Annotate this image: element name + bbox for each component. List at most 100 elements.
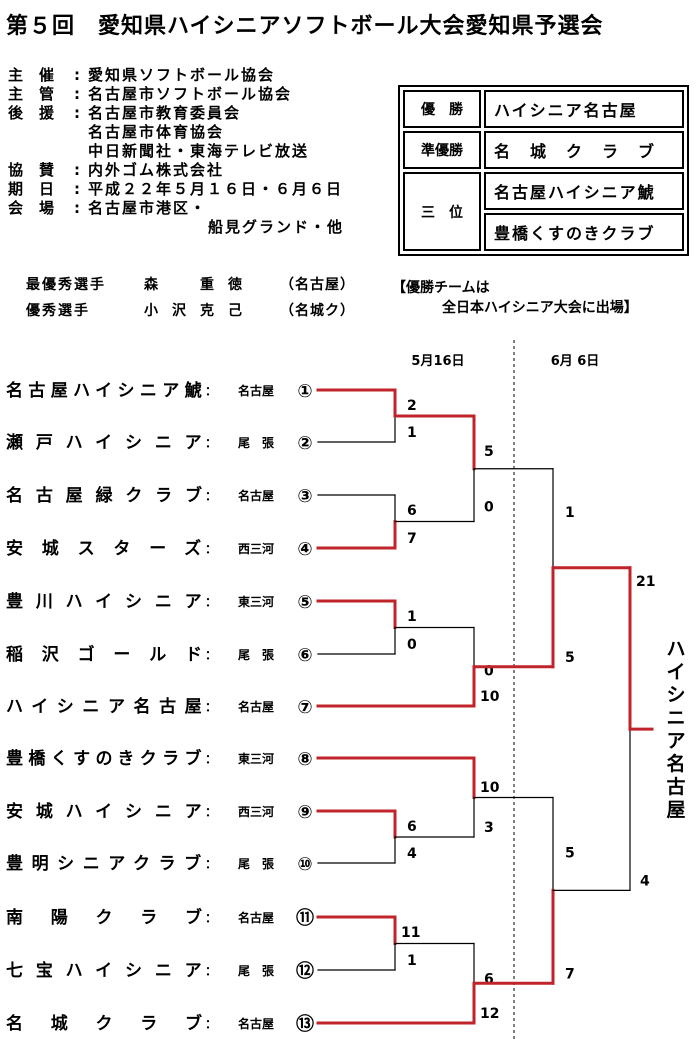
team-name: 安城ハイシニア (6, 801, 215, 822)
score-label: 4 (407, 846, 417, 862)
team-region: 西三河 (238, 804, 274, 819)
info-support: 後援: 名古屋市教育委員会 (8, 104, 242, 122)
score-label: 10 (480, 689, 500, 705)
team-name: 安城スターズ (6, 538, 220, 559)
info-value: 名古屋市港区・ (88, 199, 208, 217)
score-label: 1 (407, 609, 417, 625)
results-label: 準優勝 (403, 131, 481, 169)
info-label: 主催 (8, 66, 71, 84)
info-value: 愛知県ソフトボール協会 (88, 66, 276, 84)
score-label: 12 (480, 1006, 499, 1022)
team-region: 名古屋 (238, 1016, 274, 1031)
info-value: 中日新聞社・東海テレビ放送 (88, 142, 310, 160)
info-sponsor: 主催: 愛知県ソフトボール協会 (8, 66, 276, 84)
team-colon: ： (205, 384, 217, 398)
team-seed: ⑤ (297, 592, 312, 613)
team-region: 尾 張 (238, 964, 275, 978)
note-line: 【優勝チームは (392, 280, 490, 296)
team-seed: ⑦ (297, 697, 312, 718)
team-name: 名城クラブ (6, 1013, 230, 1034)
score-label: 2 (407, 398, 417, 414)
champion-label: ハイシニア名古屋 (666, 638, 685, 821)
team-region: 東三河 (238, 751, 274, 766)
team-colon: ： (205, 857, 217, 871)
score-label: 7 (407, 531, 417, 547)
team-name: 豊明シニアクラブ (6, 853, 210, 874)
team-region: 東三河 (238, 594, 274, 609)
event-info: 主催: 愛知県ソフトボール協会 主管: 名古屋市ソフトボール協会 後援: 名古屋… (8, 66, 344, 237)
team-seed: ⑩ (297, 854, 312, 875)
team-region: 名古屋 (238, 383, 274, 398)
team-seed: ④ (297, 539, 312, 560)
score-label: 5 (484, 444, 494, 460)
team-colon: ： (205, 542, 217, 556)
results-label: 三 位 (403, 172, 481, 251)
results-row-third: 三 位 名古屋ハイシニア鯱 (403, 172, 684, 251)
results-row-third-2: 豊橋くすのきクラブ (403, 213, 684, 251)
score-label: 4 (640, 873, 650, 889)
score-label: 5 (565, 846, 575, 862)
team-colon: ： (205, 489, 217, 503)
info-label: 後援 (8, 104, 71, 122)
round-date: 5月16日 (411, 354, 464, 369)
score-label: 3 (484, 820, 494, 836)
team-colon: ： (205, 911, 217, 925)
score-label: 1 (407, 953, 417, 969)
team-colon: ： (205, 700, 217, 714)
score-label: 0 (484, 500, 494, 516)
score-label: 1 (407, 425, 417, 441)
award-excellent: 優秀選手 小沢克己 （名城ク） (26, 298, 355, 324)
team-seed: ⑫ (296, 960, 314, 982)
award-player-team: （名城ク） (280, 303, 355, 319)
score-label: 11 (401, 925, 420, 941)
score-label: 0 (484, 664, 494, 680)
info-value: 平成２２年５月１６日・６月６日 (88, 180, 344, 198)
score-label: 0 (407, 637, 417, 653)
info-value: 内外ゴム株式会社 (88, 161, 225, 179)
team-colon: ： (205, 436, 217, 450)
info-value: 名古屋市体育協会 (88, 123, 225, 141)
team-name: 豊川ハイシニア (6, 591, 215, 612)
team-seed: ⑧ (297, 749, 312, 770)
team-seed: ⑬ (296, 1013, 314, 1035)
team-seed: ⑪ (296, 907, 314, 929)
team-region: 尾 張 (238, 436, 275, 450)
award-player-name: 森 重徳 (144, 277, 256, 293)
award-player-name: 小沢克己 (144, 303, 256, 319)
award-mvp: 最優秀選手 森 重徳 （名古屋） (26, 272, 355, 298)
note-line: 全日本ハイシニア大会に出場】 (442, 300, 638, 316)
team-colon: ： (205, 595, 217, 609)
team-colon: ： (205, 964, 217, 978)
team-seed: ① (297, 381, 312, 402)
results-team: ハイシニア名古屋 (484, 90, 684, 128)
team-name: 稲沢ゴールド (6, 644, 221, 665)
team-name: 七宝ハイシニア (6, 960, 215, 981)
score-label: 5 (565, 650, 575, 666)
round-date: 6月 6日 (551, 354, 600, 369)
award-role: 最優秀選手 (26, 277, 106, 293)
team-name: 名古屋ハイシニア鯱 (6, 380, 207, 401)
score-label: 6 (407, 503, 417, 519)
score-label: 6 (407, 819, 417, 835)
team-name: ハイシニア名古屋 (6, 696, 210, 717)
team-name: 南陽クラブ (6, 907, 230, 928)
results-row-winner: 優 勝 ハイシニア名古屋 (403, 90, 684, 128)
team-colon: ： (205, 1017, 217, 1031)
team-seed: ⑨ (297, 802, 312, 823)
team-seed: ③ (297, 486, 312, 507)
team-colon: ： (205, 805, 217, 819)
score-label: 6 (484, 972, 494, 988)
team-region: 名古屋 (238, 699, 274, 714)
info-label: 主管 (8, 85, 71, 103)
award-role: 優秀選手 (26, 303, 90, 319)
results-team: 名古屋ハイシニア鯱 (484, 172, 684, 210)
info-venue: 会場: 名古屋市港区・ (8, 199, 208, 217)
team-seed: ⑥ (297, 645, 312, 666)
page-title: 第５回 愛知県ハイシニアソフトボール大会愛知県予選会 (6, 14, 604, 39)
info-date: 期日: 平成２２年５月１６日・６月６日 (8, 180, 344, 198)
team-name: 名古屋緑クラブ (6, 485, 215, 506)
results-row-runner-up: 準優勝 名 城 ク ラ ブ (403, 131, 684, 169)
team-region: 西三河 (238, 541, 274, 556)
score-label: 1 (565, 505, 575, 521)
